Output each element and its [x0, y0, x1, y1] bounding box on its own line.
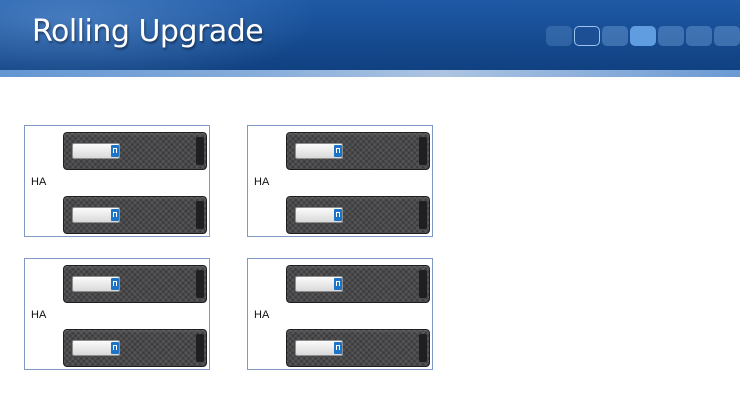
slide-title: Rolling Upgrade — [32, 14, 264, 49]
ha-pair-3: HA — [24, 258, 210, 370]
storage-controller-icon — [286, 196, 430, 234]
ha-pair-label: HA — [31, 176, 47, 188]
controller-faceplate — [296, 144, 342, 158]
netapp-logo-icon — [334, 278, 342, 290]
controller-faceplate — [73, 208, 119, 222]
ha-pair-1: HA — [24, 125, 210, 237]
title-banner: Rolling Upgrade — [0, 0, 740, 77]
storage-controller-icon — [286, 265, 430, 303]
netapp-logo-icon — [111, 209, 119, 221]
controller-faceplate — [296, 277, 342, 291]
ha-pair-label: HA — [254, 309, 270, 321]
storage-controller-icon — [63, 196, 207, 234]
ha-pair-label: HA — [31, 309, 47, 321]
netapp-logo-icon — [111, 145, 119, 157]
netapp-logo-icon — [334, 145, 342, 157]
progress-step-1 — [546, 26, 572, 46]
storage-controller-icon — [63, 132, 207, 170]
ha-pair-label: HA — [254, 176, 270, 188]
ha-pair-2: HA — [247, 125, 433, 237]
progress-step-5 — [658, 26, 684, 46]
storage-controller-icon — [286, 329, 430, 367]
controller-faceplate — [296, 341, 342, 355]
progress-step-3 — [602, 26, 628, 46]
netapp-logo-icon — [334, 342, 342, 354]
slide-progress-indicator — [546, 26, 740, 46]
controller-faceplate — [73, 341, 119, 355]
banner-accent-strip — [0, 70, 740, 77]
ha-pair-4: HA — [247, 258, 433, 370]
storage-controller-icon — [63, 265, 207, 303]
progress-step-2 — [574, 26, 600, 46]
controller-faceplate — [73, 144, 119, 158]
controller-faceplate — [296, 208, 342, 222]
storage-controller-icon — [63, 329, 207, 367]
netapp-logo-icon — [111, 342, 119, 354]
netapp-logo-icon — [111, 278, 119, 290]
controller-faceplate — [73, 277, 119, 291]
storage-controller-icon — [286, 132, 430, 170]
progress-step-7 — [714, 26, 740, 46]
netapp-logo-icon — [334, 209, 342, 221]
progress-step-4-current — [630, 26, 656, 46]
progress-step-6 — [686, 26, 712, 46]
